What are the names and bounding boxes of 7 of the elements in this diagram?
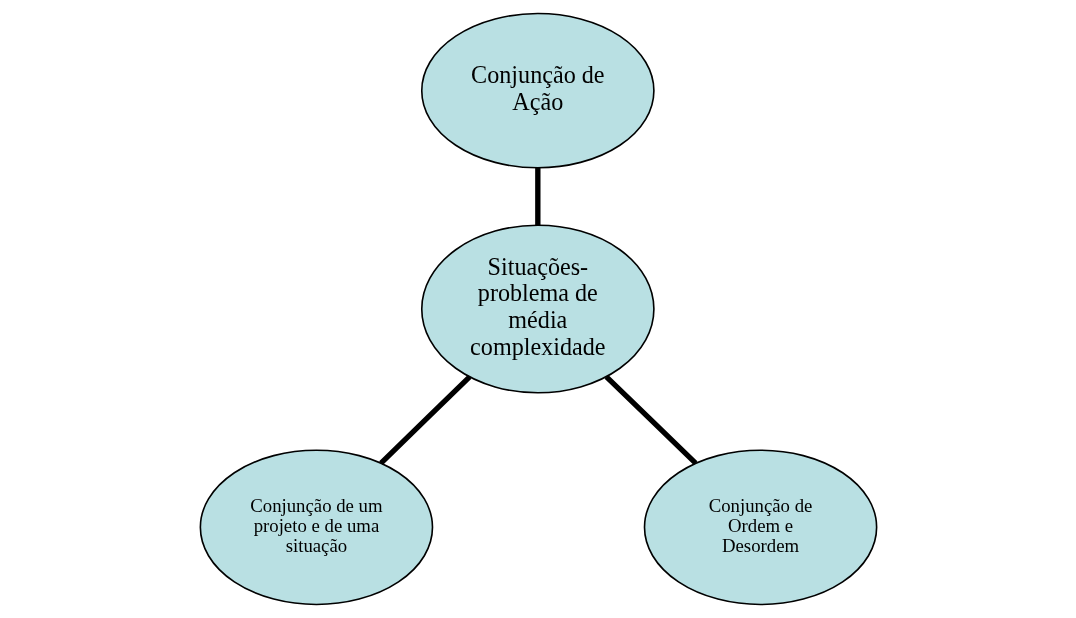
- node-ellipse: Conjunção de Ação: [420, 12, 655, 169]
- connector: [604, 374, 697, 465]
- node-ellipse: Conjunção de um projeto e de uma situação: [199, 449, 433, 606]
- node-ellipse: Situações-problema de média complexidade: [420, 224, 655, 394]
- connector: [534, 168, 540, 226]
- connector: [378, 374, 471, 465]
- node-ellipse: Conjunção de Ordem e Desordem: [643, 449, 877, 606]
